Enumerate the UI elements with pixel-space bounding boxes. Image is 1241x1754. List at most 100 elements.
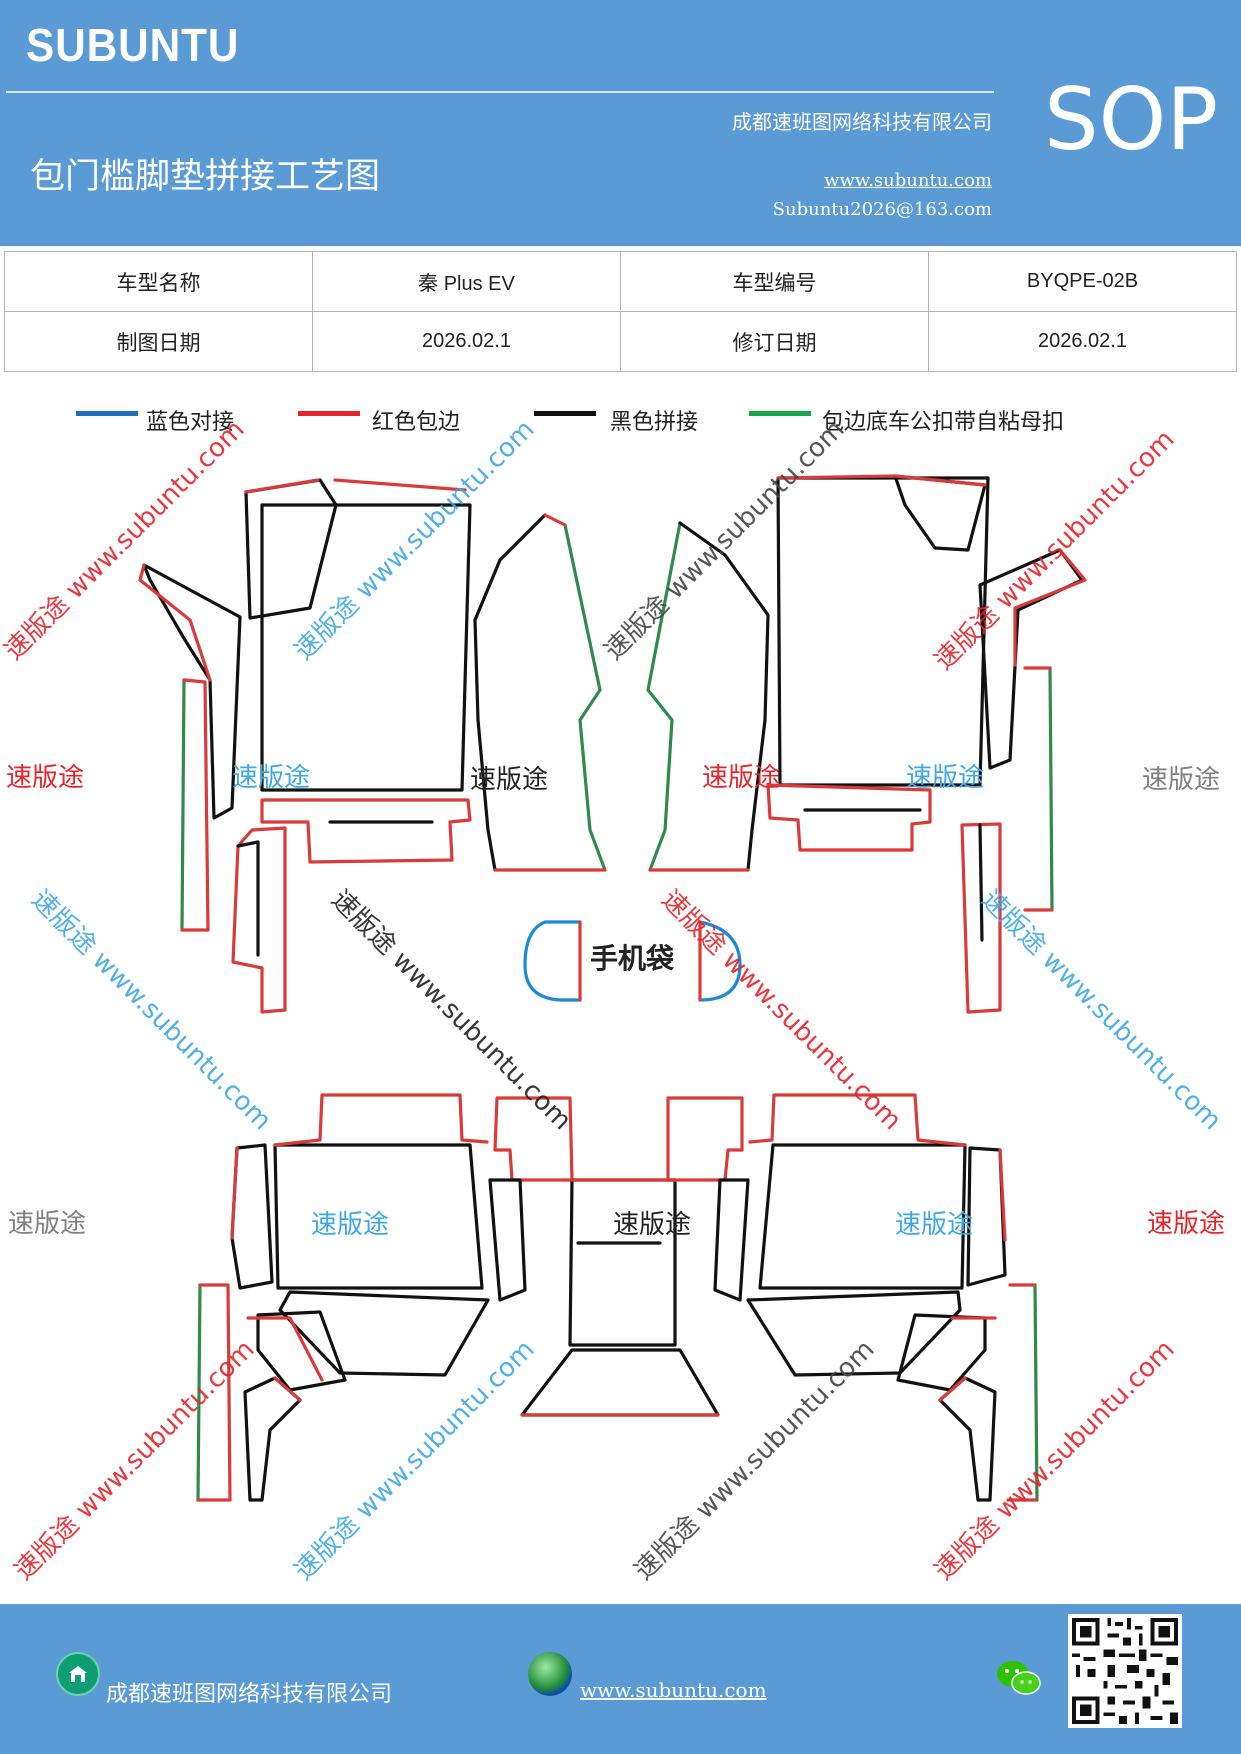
phone-pocket-group xyxy=(523,920,742,1002)
legend-label-red: 红色包边 xyxy=(372,410,461,435)
table-row: 制图日期 2026.02.1 修订日期 2026.02.1 xyxy=(4,311,1237,372)
model-name-value: 秦 Plus EV xyxy=(312,251,621,312)
piece-rear-left-arch-red xyxy=(246,1316,324,1382)
piece-center-tunnel-bottom xyxy=(520,1348,720,1417)
header-email[interactable]: Subuntu2026@163.com xyxy=(772,199,992,220)
wechat-icon[interactable] xyxy=(996,1658,1042,1702)
piece-rear-left-wheel-red xyxy=(273,1376,302,1402)
watermark-label: 速版途 xyxy=(895,1210,974,1240)
piece-center-left-top-red xyxy=(543,513,567,527)
legend-label-green: 包边底车公扣带自粘母扣 xyxy=(822,410,1065,435)
document-title: 包门槛脚垫拼接工艺图 xyxy=(30,157,381,197)
rear-left-mat-group xyxy=(196,1093,574,1502)
house-icon xyxy=(56,1652,100,1696)
footer-company: 成都速班图网络科技有限公司 xyxy=(106,1682,393,1707)
front-left-mat-group xyxy=(138,478,607,1014)
watermark-label: 速版途 xyxy=(906,763,985,793)
piece-rear-left-top-red xyxy=(273,1093,489,1147)
piece-passenger-top-red xyxy=(776,474,897,480)
piece-driver-footrest-red xyxy=(138,563,212,682)
rear-center-mat-group xyxy=(520,1178,720,1417)
piece-center-tunnel-right xyxy=(713,1178,750,1302)
model-name-label: 车型名称 xyxy=(4,251,313,312)
piece-driver-main xyxy=(260,503,472,792)
watermark-label: 速版途 xyxy=(702,763,781,793)
footer-website-link[interactable]: www.subuntu.com xyxy=(580,1678,767,1702)
revision-date-value: 2026.02.1 xyxy=(928,311,1237,372)
piece-rear-right-strip-red xyxy=(1006,1283,1039,1502)
watermark-label: 速版途 xyxy=(6,763,85,793)
piece-rear-left-side-red xyxy=(230,1146,239,1240)
piece-rear-right-top-red xyxy=(748,1093,967,1147)
piece-rear-right-wheel xyxy=(938,1376,997,1502)
watermark-label: 速版途 xyxy=(613,1210,692,1240)
model-code-label: 车型编号 xyxy=(620,251,929,312)
piece-center-tunnel-left xyxy=(488,1178,527,1302)
piece-driver-footrest-black xyxy=(142,563,242,820)
legend-swatch-blue xyxy=(76,411,138,416)
piece-passenger-rail xyxy=(960,822,1002,1014)
phone-pocket-left xyxy=(523,920,582,1002)
header-website-link[interactable]: www.subuntu.com xyxy=(824,170,992,191)
piece-center-left-black xyxy=(473,513,547,872)
piece-center-right-black xyxy=(678,521,770,872)
piece-rear-left-wheel xyxy=(243,1376,302,1502)
piece-passenger-lower-tab xyxy=(766,783,932,852)
piece-rear-left-arch xyxy=(256,1310,347,1392)
piece-passenger-door-red xyxy=(1013,548,1087,667)
piece-side-strip-left xyxy=(180,678,186,932)
piece-rear-left-under xyxy=(278,1290,490,1377)
piece-passenger-heel xyxy=(893,474,987,552)
piece-side-strip-right-red xyxy=(1023,666,1054,912)
header-banner: SUBUNTU 包门槛脚垫拼接工艺图 成都速班图网络科技有限公司 www.sub… xyxy=(0,0,1241,246)
floor-mat-diagram: 手机袋 xyxy=(138,474,1087,1502)
drawing-date-label: 制图日期 xyxy=(4,311,313,372)
piece-passenger-heel-red xyxy=(893,474,987,487)
sop-badge: SOP xyxy=(1044,70,1219,170)
piece-rear-left-main xyxy=(273,1143,484,1290)
piece-side-strip-right xyxy=(1048,666,1054,912)
piece-rear-right-wheel-red xyxy=(938,1376,967,1402)
piece-driver-heel-red xyxy=(244,478,320,494)
piece-driver-lower-tab xyxy=(260,798,472,864)
piece-rear-right-arch xyxy=(896,1313,987,1392)
watermark-label: 速版途 xyxy=(311,1210,390,1240)
piece-rear-right-side-red xyxy=(998,1148,1007,1242)
legend-swatch-red xyxy=(298,411,360,416)
drawing-date-value: 2026.02.1 xyxy=(312,311,621,372)
header-company: 成都速班图网络科技有限公司 xyxy=(732,110,992,134)
piece-rear-left-side xyxy=(230,1143,274,1290)
piece-center-left-green xyxy=(563,523,607,872)
rear-right-mat-group xyxy=(666,1093,1039,1502)
watermark-label: 速版途 xyxy=(470,765,549,795)
piece-driver-top-edge xyxy=(333,478,467,492)
piece-rear-left-strip-red xyxy=(196,1283,232,1502)
piece-driver-rail-black xyxy=(236,840,260,957)
legend-swatch-black xyxy=(534,411,596,416)
piece-rear-right-side xyxy=(966,1146,1007,1287)
piece-rear-right-under xyxy=(746,1290,962,1377)
legend: 蓝色对接 红色包边 黑色拼接 包边底车公扣带自粘母扣 xyxy=(0,404,1241,435)
watermark-label: 速版途 xyxy=(1147,1209,1226,1239)
piece-side-strip-left-red xyxy=(180,678,210,932)
watermark-label: 速版途 xyxy=(232,763,311,793)
header-divider xyxy=(6,91,994,93)
vehicle-info-table: 车型名称 秦 Plus EV 车型编号 BYQPE-02B 制图日期 2026.… xyxy=(4,251,1237,372)
legend-label-black: 黑色拼接 xyxy=(610,410,699,435)
piece-passenger-rail-black xyxy=(978,823,984,942)
watermark-label: 速版途 xyxy=(8,1209,87,1239)
revision-date-label: 修订日期 xyxy=(620,311,929,372)
globe-icon xyxy=(528,1652,572,1696)
piece-rear-right-strip xyxy=(1033,1283,1039,1502)
front-right-mat-group xyxy=(646,474,1087,1014)
qr-code[interactable] xyxy=(1068,1614,1182,1728)
legend-label-blue: 蓝色对接 xyxy=(146,410,235,435)
piece-center-right-green xyxy=(646,521,682,872)
watermark-label: 速版途 xyxy=(1142,765,1221,795)
table-row: 车型名称 秦 Plus EV 车型编号 BYQPE-02B xyxy=(4,251,1237,312)
piece-center-tunnel-right-top xyxy=(666,1096,744,1182)
brand-logo: SUBUNTU xyxy=(26,19,240,71)
piece-driver-rail xyxy=(231,826,287,1014)
footer-banner: 成都速班图网络科技有限公司 www.subuntu.com xyxy=(0,1604,1241,1754)
model-code-value: BYQPE-02B xyxy=(928,251,1237,312)
